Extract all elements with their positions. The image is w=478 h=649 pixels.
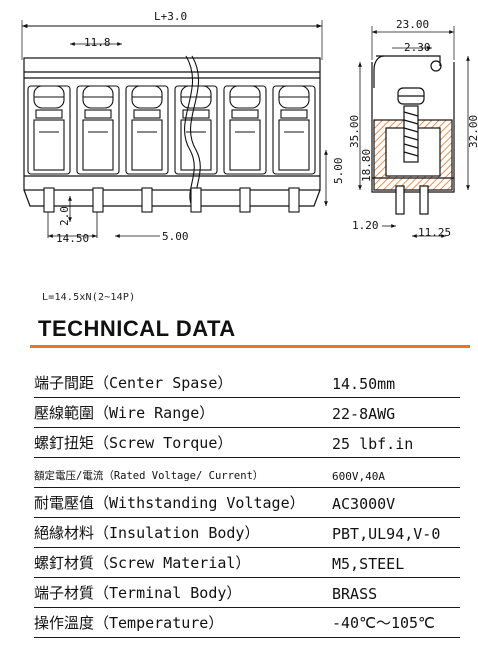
spec-label: 螺釘材質（Screw Material） (34, 554, 251, 572)
spec-value: -40℃～105℃ (332, 614, 435, 632)
terminal-cell (223, 85, 267, 175)
spec-row: 額定電压/電流（Rated Voltage/ Current） 600V,40A (34, 458, 460, 488)
terminal-cells (27, 85, 316, 175)
spec-row: 壓線範圍（Wire Range） 22-8AWG (34, 398, 460, 428)
dim-pin-offset: 11.8 (84, 36, 111, 49)
spec-label: 耐電壓值（Withstanding Voltage） (34, 494, 305, 512)
spec-value: 22-8AWG (332, 405, 396, 423)
spec-row: 螺釘扭矩（Screw Torque） 25 lbf.in (34, 428, 460, 458)
title-underline (30, 345, 470, 348)
spec-row: 螺釘材質（Screw Material） M5,STEEL (34, 548, 460, 578)
terminal-cell (272, 85, 316, 175)
spec-row: 操作溫度（Temperature） -40℃～105℃ (34, 608, 460, 638)
dim-height-18: 18.80 (360, 149, 373, 182)
front-view (21, 20, 323, 207)
spec-label: 額定電压/電流（Rated Voltage/ Current） (34, 470, 264, 482)
terminal-cell (27, 85, 71, 175)
dim-screw-offset: 2.30 (404, 41, 431, 54)
spec-table: 端子間距（Center Spase） 14.50mm 壓線範圍（Wire Range… (34, 368, 460, 638)
side-dimensions (358, 56, 470, 238)
spec-label: 端子間距（Center Spase） (34, 374, 233, 392)
spec-value: BRASS (332, 585, 378, 603)
technical-drawing: L+3.0 11.8 23.00 2.30 35.00 18.80 32.00 … (21, 10, 478, 245)
spec-row: 耐電壓值（Withstanding Voltage） AC3000V (34, 488, 460, 518)
dim-height-35: 35.00 (348, 115, 361, 148)
dim-overall-length: L+3.0 (154, 10, 187, 23)
length-formula: L=14.5xN(2~14P) (42, 292, 136, 303)
terminal-cell (76, 85, 120, 175)
spec-value: M5,STEEL (332, 555, 405, 573)
spec-value: PBT,UL94,V-0 (332, 525, 441, 543)
dim-pin-small: 2.0 (58, 206, 71, 226)
spec-label: 端子材質（Terminal Body） (34, 584, 242, 602)
spec-value: 600V,40A (332, 470, 385, 483)
dim-bottom-width: 11.25 (418, 226, 451, 239)
side-view (371, 26, 455, 215)
dim-top-width: 23.00 (396, 18, 429, 31)
spec-value: 25 lbf.in (332, 435, 414, 453)
dim-pitch: 14.50 (56, 232, 89, 245)
spec-value: AC3000V (332, 495, 396, 513)
section-title: TECHNICAL DATA (38, 316, 236, 341)
spec-row: 端子間距（Center Spase） 14.50mm (34, 368, 460, 398)
spec-row: 端子材質（Terminal Body） BRASS (34, 578, 460, 608)
pins (43, 187, 300, 213)
spec-value: 14.50mm (332, 375, 396, 393)
front-bottom-dimensions (47, 150, 328, 238)
terminal-cell (125, 85, 169, 175)
dim-height-32: 32.00 (467, 115, 478, 148)
spec-label: 操作溫度（Temperature） (34, 614, 224, 632)
dim-pin-length: 5.00 (332, 158, 345, 185)
spec-row: 絕緣材料（Insulation Body） PBT,UL94,V-0 (34, 518, 460, 548)
spec-label: 絕緣材料（Insulation Body） (34, 524, 260, 542)
spec-label: 壓線範圍（Wire Range） (34, 404, 215, 422)
dim-bottom-5: 5.00 (162, 230, 189, 243)
dim-pin-width: 1.20 (352, 219, 379, 232)
spec-label: 螺釘扭矩（Screw Torque） (34, 434, 233, 452)
terminal-cell (174, 85, 218, 175)
